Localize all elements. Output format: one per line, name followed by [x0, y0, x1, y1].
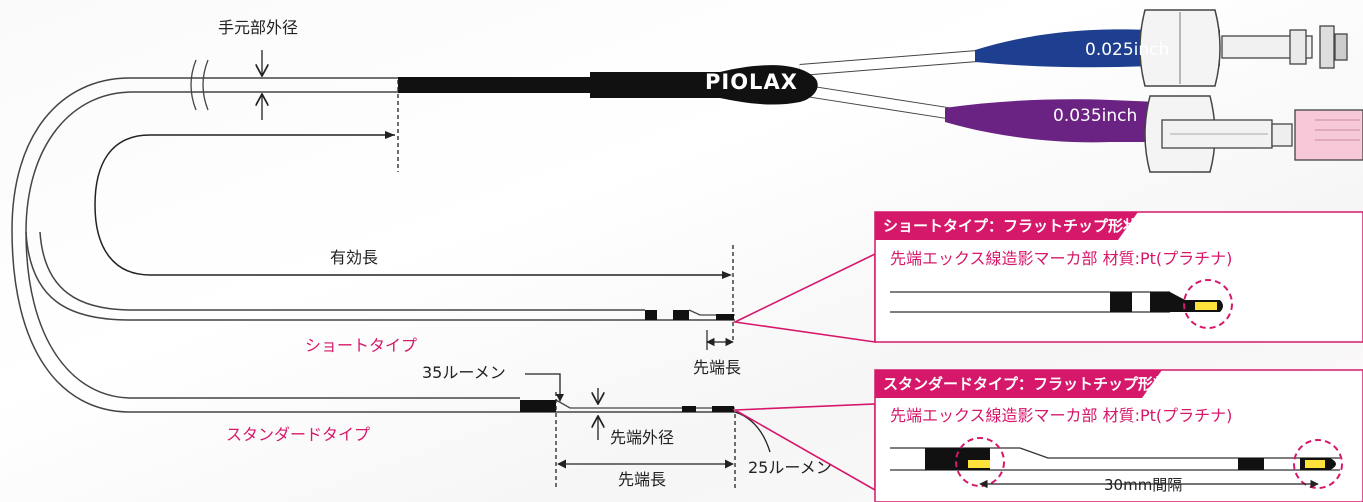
- short-tip-length-label: 先端長: [693, 358, 742, 377]
- marker-spacing-label: 30mm間隔: [1104, 476, 1183, 494]
- short-type-label: ショートタイプ: [305, 336, 418, 355]
- effective-length-line: [94, 134, 730, 276]
- panel-short-marker-note: 先端エックス線造影マーカ部 材質:Pt(プラチナ): [890, 249, 1233, 268]
- hub-blue-label: 0.025inch: [1085, 40, 1170, 60]
- hub-purple-label: 0.035inch: [1053, 106, 1138, 126]
- lumen-35-label: 35ルーメン: [422, 363, 506, 382]
- catheter-short: [25, 231, 735, 321]
- catheter-outer: [11, 77, 735, 413]
- hub-black: [590, 65, 818, 105]
- tip-od-label: 先端外径: [610, 428, 675, 447]
- shaft-black: [398, 77, 594, 93]
- panel-short-title: ショートタイプ：フラットチップ形状部: [883, 217, 1154, 235]
- brand-logo: PIOLAX: [705, 70, 798, 94]
- hub-purple: [945, 99, 1160, 143]
- proximal-od-label: 手元部外径: [218, 18, 299, 37]
- standard-tip-length-label: 先端長: [618, 470, 667, 489]
- lumen-25-label: 25ルーメン: [748, 458, 832, 477]
- panel-standard-title: スタンダードタイプ：フラットチップ形状部: [883, 375, 1184, 393]
- standard-type-label: スタンダードタイプ: [226, 425, 371, 444]
- panel-standard-marker-note: 先端エックス線造影マーカ部 材質:Pt(プラチナ): [890, 406, 1233, 425]
- effective-length-label: 有効長: [330, 248, 379, 267]
